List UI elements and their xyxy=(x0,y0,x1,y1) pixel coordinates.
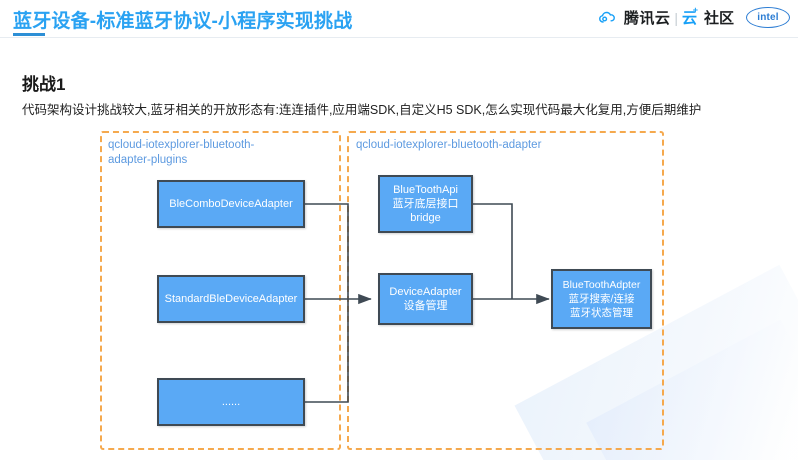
brand-qcloud-label: 腾讯云 xyxy=(623,10,671,27)
brand-yun-text: 云 xyxy=(681,10,697,27)
brand-lockup: 腾讯云 | 云 + 社区 intel xyxy=(597,5,790,28)
brand-community-label: 社区 xyxy=(703,10,734,27)
page-title: 蓝牙设备-标准蓝牙协议-小程序实现挑战 xyxy=(13,11,353,32)
node-more-adapters[interactable]: ...... xyxy=(157,378,305,426)
brand-yun-label: 云 + xyxy=(681,5,698,28)
intel-logo: intel xyxy=(746,7,790,28)
node-ble-combo-device-adapter[interactable]: BleComboDeviceAdapter xyxy=(157,180,305,228)
brand-separator: | xyxy=(674,9,678,26)
node-standard-ble-device-adapter[interactable]: StandardBleDeviceAdapter xyxy=(157,275,305,323)
title-accent-bar xyxy=(13,33,45,36)
slide-header: 蓝牙设备-标准蓝牙协议-小程序实现挑战 腾讯云 | 云 + 社区 intel xyxy=(0,0,798,38)
node-device-adapter[interactable]: DeviceAdapter 设备管理 xyxy=(378,273,473,325)
challenge-description: 代码架构设计挑战较大,蓝牙相关的开放形态有:连连插件,应用端SDK,自定义H5 … xyxy=(22,103,702,117)
brand-plus-mark: + xyxy=(692,5,698,15)
node-bluetooth-adapter[interactable]: BlueToothAdpter 蓝牙搜索/连接 蓝牙状态管理 xyxy=(551,269,652,329)
group-plugins-label: qcloud-iotexplorer-bluetooth- adapter-pl… xyxy=(108,139,255,166)
group-adapter-label: qcloud-iotexplorer-bluetooth-adapter xyxy=(356,139,542,151)
header-divider xyxy=(0,37,798,38)
node-bluetooth-api[interactable]: BlueToothApi 蓝牙底层接口 bridge xyxy=(378,175,473,233)
tencent-cloud-icon xyxy=(598,11,615,23)
challenge-heading: 挑战1 xyxy=(22,75,66,94)
